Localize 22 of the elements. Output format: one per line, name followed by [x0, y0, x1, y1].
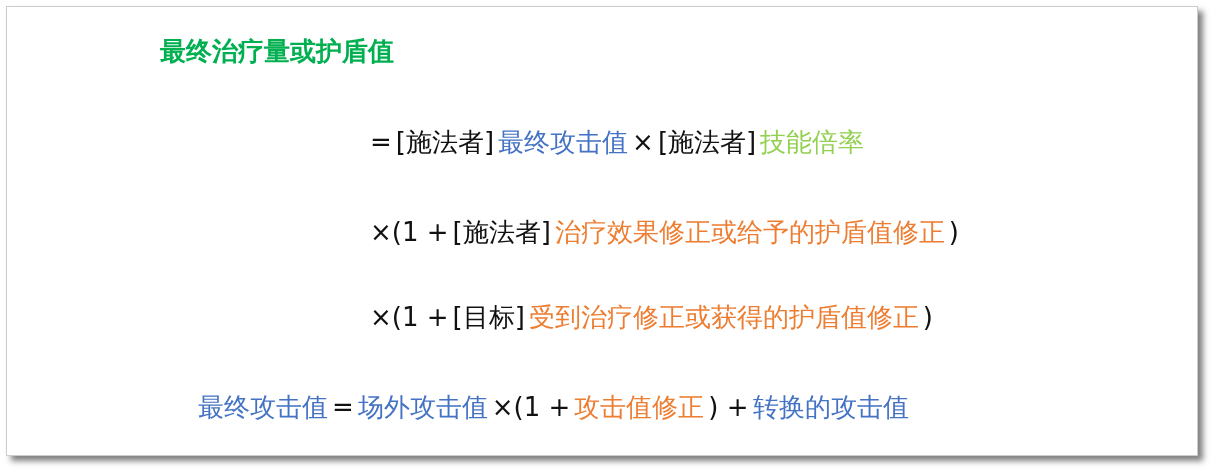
formula-term: 最终攻击值 — [198, 392, 328, 422]
formula-term: 转换的攻击值 — [752, 392, 909, 422]
formula-term: ×(1 + — [491, 392, 571, 422]
formula-term: = — [370, 127, 392, 157]
formula-term: ×(1 + — [370, 302, 449, 332]
formula-term: 最终攻击值 — [498, 127, 629, 157]
formula-term: 治疗效果修正或给予的护盾值修正 — [554, 217, 945, 247]
formula-title: 最终治疗量或护盾值 — [160, 35, 394, 68]
formula-term: [施法者] — [657, 127, 757, 157]
formula-term: ) — [922, 302, 933, 332]
formula-term: 技能倍率 — [760, 127, 865, 157]
formula-term: × — [632, 127, 654, 157]
formula-term: 场外攻击值 — [357, 392, 488, 422]
formula-term: ) — [948, 217, 959, 247]
formula-term: ) + — [708, 392, 749, 422]
formula-term: 攻击值修正 — [574, 392, 705, 422]
formula-term: [施法者] — [452, 217, 551, 247]
formula-term: [施法者] — [395, 127, 495, 157]
formula-term: [目标] — [452, 302, 525, 332]
formula-term: ×(1 + — [370, 217, 449, 247]
formula-term: = — [332, 392, 354, 422]
formula-term: 受到治疗修正或获得的护盾值修正 — [528, 302, 919, 332]
